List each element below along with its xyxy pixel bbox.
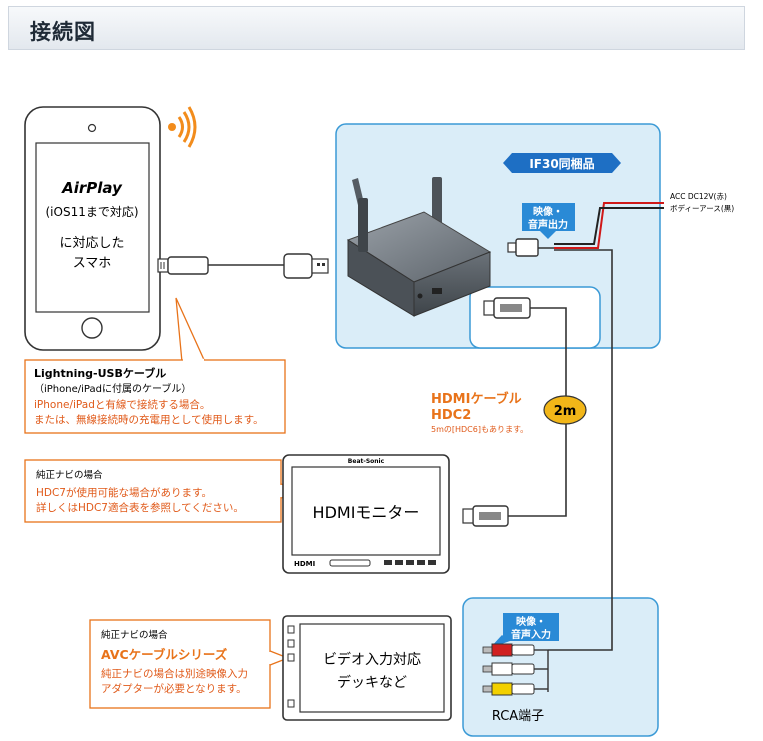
hdmi-cable-title1: HDMIケーブル xyxy=(431,391,522,407)
power-wires: ACC DC12V(赤) ボディーアース(黒) xyxy=(554,192,734,249)
avc-callout-title: 純正ナビの場合 xyxy=(101,629,168,641)
cable-length-badge: 2m xyxy=(543,395,587,425)
av-output-line1: 映像・ xyxy=(533,205,563,218)
bundle-badge-label: IF30同梱品 xyxy=(529,156,594,171)
airplay-label: AirPlay xyxy=(61,179,123,197)
lightning-sub: （iPhone/iPadに付属のケーブル） xyxy=(34,382,191,395)
cable-length-label: 2m xyxy=(554,404,577,419)
avc-series-label: AVCケーブルシリーズ xyxy=(101,647,228,662)
av-cable xyxy=(548,249,613,651)
hdmi-callout-title: 純正ナビの場合 xyxy=(36,469,103,481)
device-panel-cutout xyxy=(469,286,601,349)
hdmi-cable-title2: HDC2 xyxy=(431,408,471,423)
hdmi-logo: HDMI xyxy=(294,560,315,568)
lightning-note1: iPhone/iPadと有線で接続する場合。 xyxy=(34,398,210,411)
page-title: 接続図 xyxy=(30,20,96,44)
video-deck: ビデオ入力対応 デッキなど xyxy=(282,615,452,721)
av-output-line2: 音声出力 xyxy=(528,218,568,231)
smartphone: AirPlay (iOS11まで対応) に対応した スマホ xyxy=(24,106,161,351)
home-button-icon xyxy=(81,317,103,339)
hdmi-cable xyxy=(462,297,567,527)
hdmi-callout-note2: 詳しくはHDC7適合表を参照してください。 xyxy=(36,501,244,514)
lightning-note2: または、無線接続時の充電用として使用します。 xyxy=(34,413,264,426)
av-input-line2: 音声入力 xyxy=(511,628,551,641)
monitor-label: HDMIモニター xyxy=(313,503,420,522)
hdmi-cable-note: 5mの[HDC6]もあります。 xyxy=(431,425,528,434)
if30-device xyxy=(346,177,492,317)
deck-line1: ビデオ入力対応 xyxy=(323,651,421,668)
avc-callout-note1: 純正ナビの場合は別途映像入力 xyxy=(101,667,248,680)
lightning-callout: Lightning-USBケーブル （iPhone/iPadに付属のケーブル） … xyxy=(24,297,286,434)
bundle-badge: IF30同梱品 xyxy=(503,153,621,173)
av-input-tag: 映像・ 音声入力 xyxy=(490,613,559,648)
av-output-tag: 映像・ 音声出力 xyxy=(522,203,575,239)
rca-plugs xyxy=(482,643,549,696)
phone-line2: スマホ xyxy=(73,256,112,271)
avc-callout-note2: アダプターが必要となります。 xyxy=(101,682,247,695)
lightning-title: Lightning-USBケーブル xyxy=(34,366,166,380)
monitor-brand: Beat-Sonic xyxy=(348,458,385,465)
ios-label: (iOS11まで対応) xyxy=(45,205,138,219)
phone-screen xyxy=(35,142,150,313)
hdmi-monitor: Beat-Sonic HDMIモニター HDMI xyxy=(282,454,450,574)
wifi-signal-icon xyxy=(168,106,197,148)
av-input-line1: 映像・ xyxy=(516,615,546,628)
camera-icon xyxy=(87,123,97,133)
hdmi-callout-note1: HDC7が使用可能な場合があります。 xyxy=(36,486,212,499)
hdmi-callout: 純正ナビの場合 HDC7が使用可能な場合があります。 詳しくはHDC7適合表を参… xyxy=(24,459,306,523)
lightning-usb-cable xyxy=(157,253,329,279)
rca-label: RCA端子 xyxy=(492,709,544,724)
acc-label: ACC DC12V(赤) xyxy=(670,192,727,201)
phone-line1: に対応した xyxy=(59,236,124,251)
section-header xyxy=(8,6,745,50)
deck-line2: デッキなど xyxy=(337,674,407,691)
avc-callout: 純正ナビの場合 AVCケーブルシリーズ 純正ナビの場合は別途映像入力 アダプター… xyxy=(89,619,290,709)
ground-label: ボディーアース(黒) xyxy=(670,203,734,213)
av-output-connector xyxy=(507,238,554,257)
